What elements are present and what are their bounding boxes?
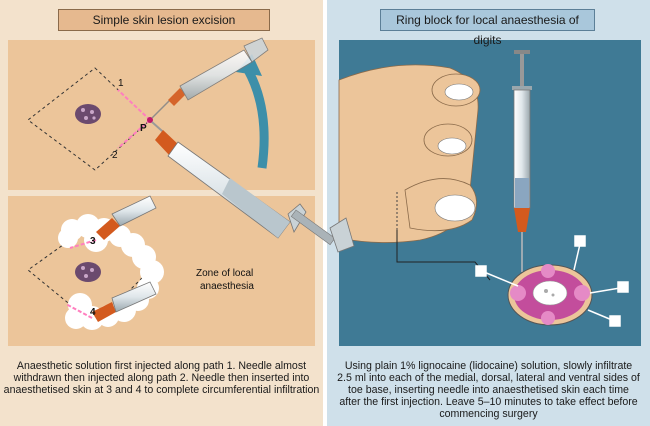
right-caption: Using plain 1% lignocaine (lidocaine) so… bbox=[337, 360, 640, 420]
right-panel-title: Ring block for local anaesthesia of digi… bbox=[380, 9, 595, 47]
insertion-point-p bbox=[147, 117, 153, 123]
label-point-p: P bbox=[140, 123, 147, 134]
toe-cross-section bbox=[507, 264, 593, 326]
ring-block-panel bbox=[338, 40, 641, 346]
label-path-2: 2 bbox=[112, 150, 118, 161]
skin-lesion-2 bbox=[75, 262, 101, 282]
injection-path-2 bbox=[117, 119, 151, 149]
radial-needles bbox=[475, 235, 629, 327]
syringe-vertical bbox=[512, 50, 532, 272]
rotation-arrow bbox=[244, 67, 269, 169]
foot-with-toes bbox=[338, 64, 481, 243]
syringe-upper bbox=[151, 37, 269, 119]
label-point-4: 4 bbox=[90, 307, 96, 318]
zone-label-line1: Zone of local bbox=[196, 268, 253, 279]
syringe-point-4 bbox=[92, 281, 157, 322]
skin-lesion bbox=[75, 104, 101, 124]
injection-path-1 bbox=[117, 89, 151, 121]
excision-skin-panel: 1 2 P bbox=[8, 37, 315, 190]
zone-label-line2: anaesthesia bbox=[200, 281, 254, 292]
left-caption: Anaesthetic solution first injected alon… bbox=[3, 360, 320, 396]
syringe-point-3 bbox=[96, 195, 157, 240]
syringe-main bbox=[151, 121, 355, 253]
panel-divider bbox=[323, 0, 327, 426]
label-point-3: 3 bbox=[90, 236, 96, 247]
label-path-1: 1 bbox=[118, 78, 124, 89]
left-panel-title: Simple skin lesion excision bbox=[58, 9, 270, 31]
